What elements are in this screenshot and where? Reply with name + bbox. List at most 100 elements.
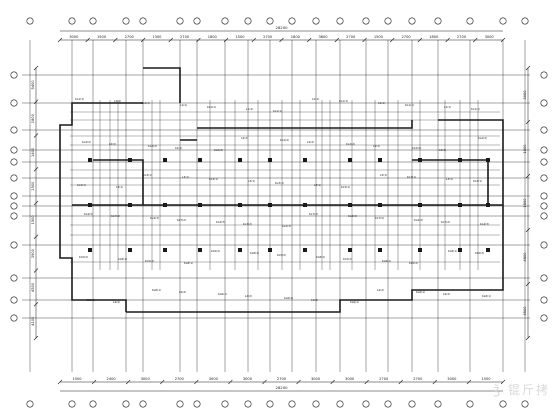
column [198,248,202,252]
column [486,248,490,252]
axis-bubble [10,296,18,304]
dimension-tick [500,379,506,385]
watermark: ʒ̃ 锟斤拷 [493,383,550,397]
axis-bubble [221,17,229,25]
column [418,203,422,207]
beam-label: KL4(3) [480,222,489,226]
dimension-tick [251,37,257,43]
beam-label: L1(1) [444,105,451,109]
beam-label: KL6(1) [350,300,359,304]
axis-bubble [10,146,18,154]
axis-bubble [10,192,18,200]
beam-label: KL3(1) [77,183,86,187]
dimension-tick [160,379,165,385]
beam-label: KL4(3) [216,220,225,224]
dimension-label: 1800 [31,113,35,123]
column [238,158,242,162]
dimension-label: 1500 [31,215,35,225]
beam-label: L2(2) [241,136,248,140]
beam-label: L4(2) [245,294,252,298]
dimension-tick [417,37,423,43]
column [128,248,132,252]
dimension-label: 2700 [125,35,135,39]
axis-bubble [26,400,34,408]
dimension-tick [33,65,39,71]
beam-label: L2(2) [373,144,380,148]
column [458,158,462,162]
axis-bubble [466,400,474,408]
wall-outline [197,120,413,129]
column [163,203,167,207]
beam-label: L2(2) [109,142,116,146]
axis-bubble [384,17,392,25]
column [303,158,307,162]
beam-label: L2(2) [175,146,182,150]
dimension-label: 2700 [277,377,287,381]
beam-label: L1(1) [378,101,385,105]
dimension-tick [306,37,312,43]
axis-bubble [434,17,442,25]
dimension-label: 1800 [291,35,301,39]
axis-bubble [466,17,474,25]
column [348,203,352,207]
axis-bubble [521,17,529,25]
axis-bubble [540,296,548,304]
axis-bubble [89,400,97,408]
axis-bubble [176,17,184,25]
axis-bubble [122,17,130,25]
axis-bubble [540,126,548,134]
beam-label: KL7(2) [441,220,450,224]
beam-label: KL6(1) [284,296,293,300]
dimension-label: 2400 [107,377,117,381]
beam-label: KL5(2) [343,257,352,261]
beam-label: KL2(2) [346,142,355,146]
axis-bubble [408,400,416,408]
axis-bubble [244,400,252,408]
beam-label: KL5(2) [145,259,154,263]
beam-label: L4(2) [377,288,384,292]
dimension-tick [168,37,173,43]
axis-grid-lines [22,40,530,372]
dimension-label: 1500 [523,198,527,208]
dimension-tick [125,379,131,385]
column [348,248,352,252]
dimension-label: 5400 [31,80,35,90]
beam-label: KL8(1) [448,249,457,253]
wall-outline [59,102,143,140]
axis-bubble [10,126,18,134]
axis-bubble [68,400,76,408]
axis-bubble [540,146,548,154]
dimension-tick [113,37,118,43]
column [458,248,462,252]
beam-label: KL7(2) [111,214,120,218]
beam-label: L1(1) [246,107,253,111]
beam-label: KL3(1) [341,185,350,189]
beam-label: KL5(2) [211,249,220,253]
axis-bubble [193,17,201,25]
column [348,158,352,162]
axis-bubble [68,17,76,25]
dimension-tick [279,37,284,43]
axis-bubble [540,212,548,220]
dimension-label: 3900 [31,248,35,258]
beam-label: KL3(1) [275,181,284,185]
axis-bubble [10,158,18,166]
column [486,203,490,207]
beam-label: L1(1) [114,99,121,103]
beam-label: L3(1) [182,175,189,179]
dimension-label: 1400 [31,147,35,157]
column [378,158,382,162]
column [128,158,132,162]
beam-label: KL7(2) [375,216,384,220]
beam-label: KL8(1) [250,251,259,255]
axis-bubble [540,202,548,210]
dimension-label: 1500 [31,181,35,191]
beam-label: KL4(3) [414,218,423,222]
dimension-label: 2700 [402,35,412,39]
beam-label: L3(1) [314,183,321,187]
wall-outline [143,67,181,103]
column [198,203,202,207]
dimension-tick [140,37,146,43]
